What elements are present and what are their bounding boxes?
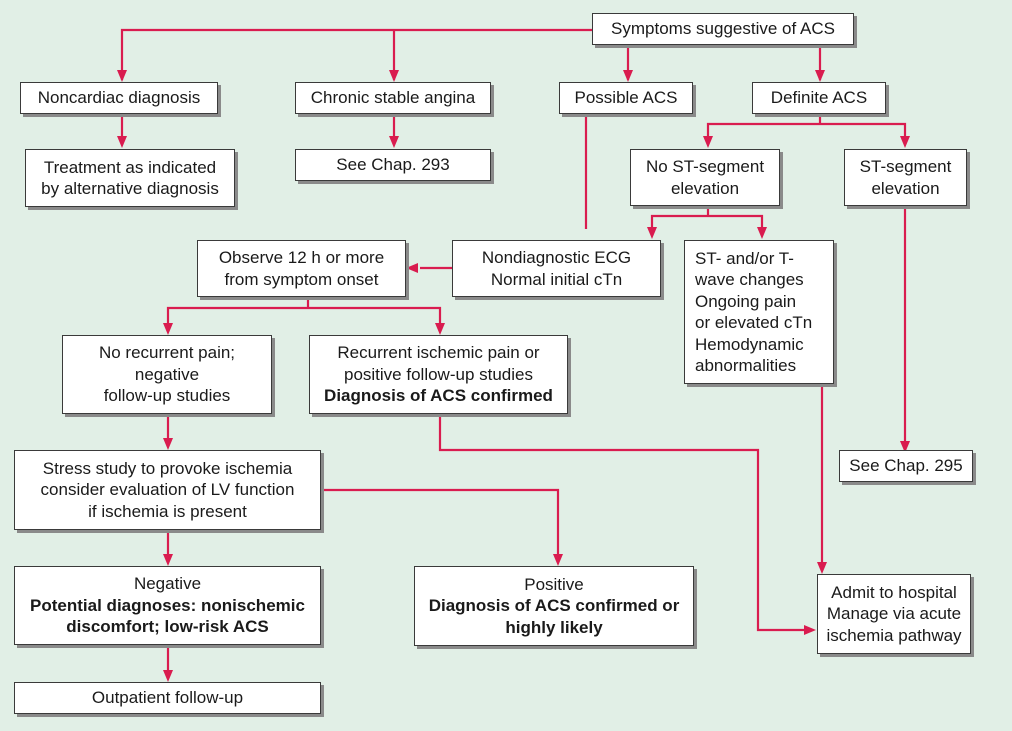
node-text: Hemodynamic xyxy=(695,334,804,354)
node-text-bold: highly likely xyxy=(505,617,603,637)
node-text: consider evaluation of LV function xyxy=(40,480,295,500)
node-text: See Chap. 295 xyxy=(849,456,963,476)
arrowhead xyxy=(623,70,633,82)
node-text: Observe 12 h or more xyxy=(218,248,385,267)
arrowhead xyxy=(900,136,910,148)
node-text-bold: Diagnosis of ACS confirmed xyxy=(324,386,553,406)
node-text: Outpatient follow-up xyxy=(91,688,244,708)
node-text: by alternative diagnosis xyxy=(41,179,219,198)
node-nondiagnostic-ecg: Nondiagnostic ECG Normal initial cTn xyxy=(452,240,661,297)
node-text: abnormalities xyxy=(695,356,797,375)
edge-definite-split xyxy=(706,114,907,142)
node-text: ST- and/or T- xyxy=(695,248,794,268)
node-text: Treatment as indicated xyxy=(43,157,217,177)
node-text: wave changes xyxy=(695,270,804,289)
arrowhead xyxy=(553,554,563,566)
node-text: Positive xyxy=(524,574,584,594)
arrowhead xyxy=(757,227,767,239)
node-treatment: Treatment as indicated by alternative di… xyxy=(25,149,235,207)
arrowhead xyxy=(435,323,445,335)
arrowhead xyxy=(703,136,713,148)
node-no-st-elevation: No ST-segment elevation xyxy=(630,149,780,206)
edge-nost-split xyxy=(650,206,764,229)
arrowhead xyxy=(163,323,173,335)
node-text-bold: Diagnosis of ACS confirmed or xyxy=(428,596,680,616)
node-text: ischemia pathway xyxy=(826,625,962,645)
node-st-elevation: ST-segment elevation xyxy=(844,149,967,206)
arrowhead xyxy=(406,263,418,273)
node-text: Manage via acute xyxy=(826,604,962,624)
node-symptoms: Symptoms suggestive of ACS xyxy=(592,13,854,45)
node-possible-acs: Possible ACS xyxy=(559,82,693,114)
node-see-chap-293: See Chap. 293 xyxy=(295,149,491,181)
arrowhead xyxy=(117,136,127,148)
node-text: No ST-segment xyxy=(645,157,765,176)
node-st-t-wave-changes: ST- and/or T- wave changes Ongoing pain … xyxy=(684,240,834,384)
arrowhead xyxy=(647,227,657,239)
node-text: if ischemia is present xyxy=(88,501,247,521)
node-recurrent-ischemic-pain: Recurrent ischemic pain or positive foll… xyxy=(309,335,568,414)
node-text: elevation xyxy=(670,178,740,198)
node-text: positive follow-up studies xyxy=(344,364,533,384)
arrowhead xyxy=(389,136,399,148)
arrowhead xyxy=(163,554,173,566)
node-text: No recurrent pain; xyxy=(98,343,236,363)
node-stress-study: Stress study to provoke ischemia conside… xyxy=(14,450,321,530)
node-text: Stress study to provoke ischemia xyxy=(42,458,293,478)
arrowhead xyxy=(163,438,173,450)
node-text: Negative xyxy=(133,574,202,594)
node-admit-to-hospital: Admit to hospital Manage via acute ische… xyxy=(817,574,971,654)
node-definite-acs: Definite ACS xyxy=(752,82,886,114)
node-text: or elevated cTn xyxy=(695,313,813,332)
node-text: Chronic stable angina xyxy=(310,88,476,108)
node-text: elevation xyxy=(871,178,940,198)
node-text: Normal initial cTn xyxy=(490,269,623,289)
arrowhead xyxy=(815,70,825,82)
node-text: See Chap. 293 xyxy=(336,155,450,175)
node-noncardiac-diagnosis: Noncardiac diagnosis xyxy=(20,82,218,114)
arrowhead xyxy=(817,562,827,574)
node-text: ST-segment xyxy=(859,157,952,176)
node-text: negative xyxy=(134,364,200,384)
node-chronic-stable-angina: Chronic stable angina xyxy=(295,82,491,114)
node-text: Possible ACS xyxy=(574,88,678,108)
node-text-bold: discomfort; low-risk ACS xyxy=(66,617,269,637)
node-text: Nondiagnostic ECG xyxy=(481,248,632,267)
arrowhead xyxy=(804,625,816,635)
node-text: Symptoms suggestive of ACS xyxy=(611,19,835,39)
node-text: from symptom onset xyxy=(224,269,379,289)
node-observe: Observe 12 h or more from symptom onset xyxy=(197,240,406,297)
arrowhead xyxy=(389,70,399,82)
arrowhead xyxy=(117,70,127,82)
node-negative: Negative Potential diagnoses: nonischemi… xyxy=(14,566,321,645)
edge-observe-split xyxy=(166,298,442,327)
arrowhead xyxy=(163,670,173,682)
node-text: Noncardiac diagnosis xyxy=(37,88,201,108)
node-see-chap-295: See Chap. 295 xyxy=(839,450,973,482)
node-positive: Positive Diagnosis of ACS confirmed or h… xyxy=(414,566,694,646)
node-text: follow-up studies xyxy=(103,386,231,406)
node-text: Definite ACS xyxy=(770,88,868,108)
node-text-bold: Potential diagnoses: nonischemic xyxy=(30,595,305,615)
node-text: Ongoing pain xyxy=(695,291,797,311)
node-no-recurrent-pain: No recurrent pain; negative follow-up st… xyxy=(62,335,272,414)
node-text: Admit to hospital xyxy=(831,582,957,602)
node-outpatient-follow-up: Outpatient follow-up xyxy=(14,682,321,714)
node-text: Recurrent ischemic pain or xyxy=(337,343,540,363)
